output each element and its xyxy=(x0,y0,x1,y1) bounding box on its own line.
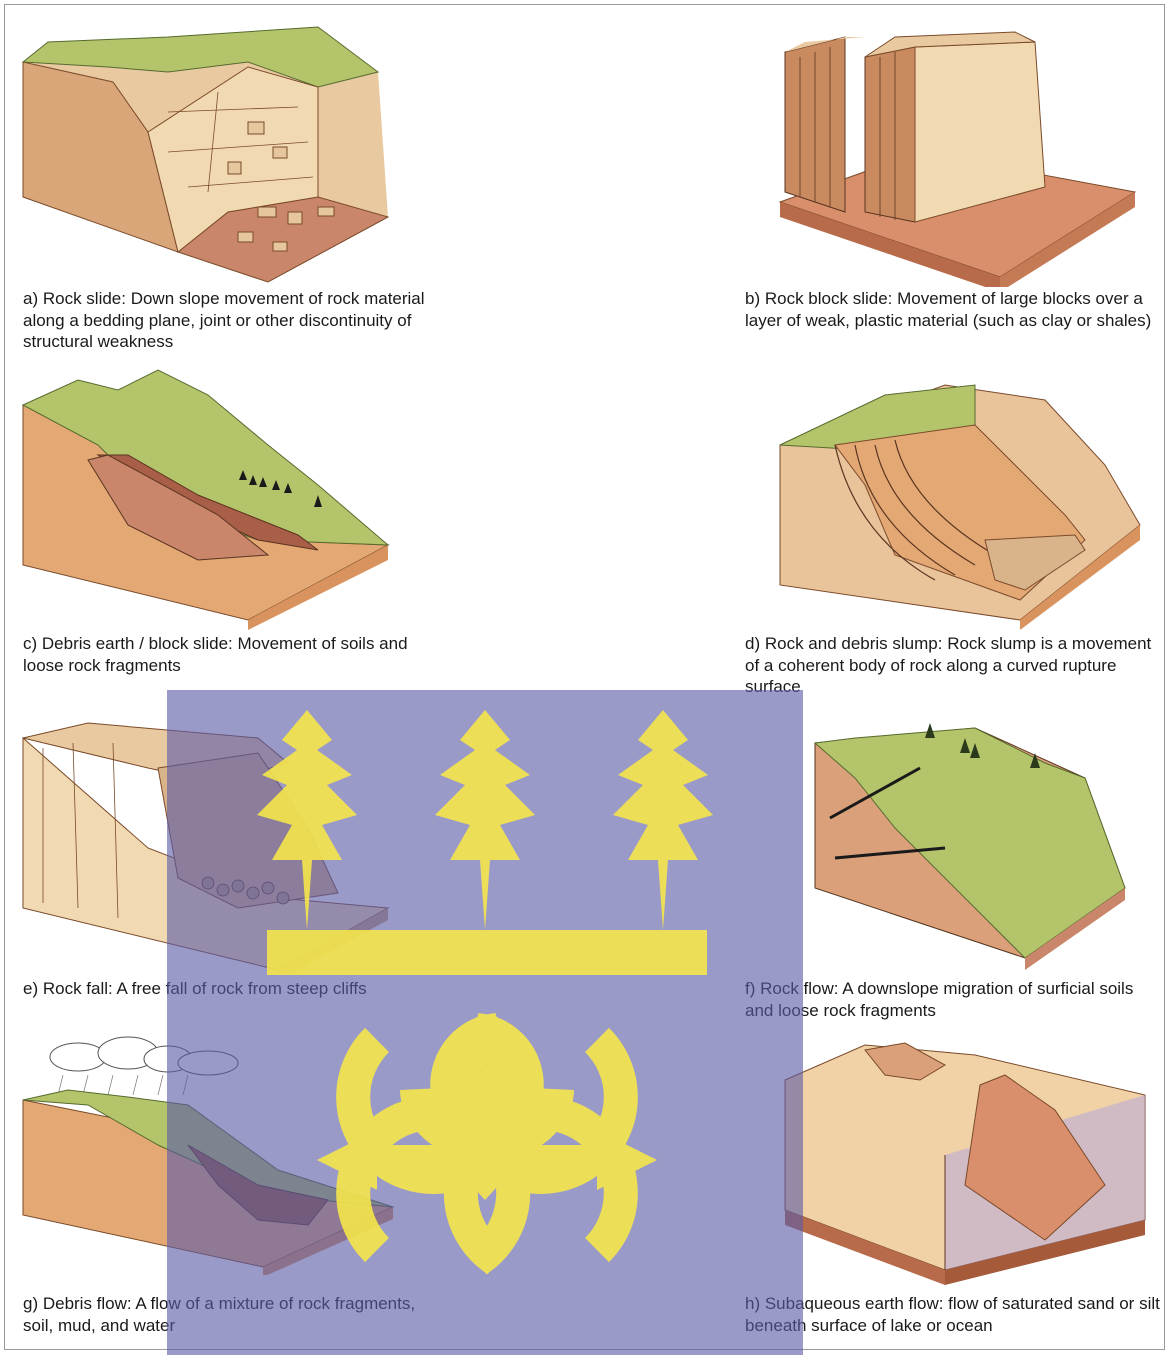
cloud-icon xyxy=(50,1037,238,1075)
panel-debris-flow: g) Debris flow: A flow of a mixture of r… xyxy=(18,1035,448,1335)
debris-slide-illustration xyxy=(18,365,448,630)
rock-block-slide-illustration xyxy=(745,12,1165,287)
caption-debris-slide: c) Debris earth / block slide: Movement … xyxy=(23,633,443,676)
caption-rock-flow: f) Rock flow: A downslope migration of s… xyxy=(745,978,1163,1021)
subaqueous-earth-flow-illustration xyxy=(745,1035,1165,1285)
panel-rock-debris-slump: d) Rock and debris slump: Rock slump is … xyxy=(745,365,1165,705)
caption-subaqueous-earth-flow: h) Subaqueous earth flow: flow of satura… xyxy=(745,1293,1160,1336)
caption-rock-block-slide: b) Rock block slide: Movement of large b… xyxy=(745,288,1160,331)
caption-rock-slide: a) Rock slide: Down slope movement of ro… xyxy=(23,288,443,353)
rock-slide-illustration xyxy=(18,12,448,287)
panel-rock-slide: a) Rock slide: Down slope movement of ro… xyxy=(18,12,448,352)
panel-subaqueous-earth-flow: h) Subaqueous earth flow: flow of satura… xyxy=(745,1035,1165,1345)
debris-flow-illustration xyxy=(18,1035,448,1275)
rock-debris-slump-illustration xyxy=(745,365,1165,630)
caption-rock-debris-slump: d) Rock and debris slump: Rock slump is … xyxy=(745,633,1160,698)
panel-rock-fall: e) Rock fall: A free fall of rock from s… xyxy=(18,708,448,1008)
panel-rock-block-slide: b) Rock block slide: Movement of large b… xyxy=(745,12,1165,352)
panel-rock-flow: f) Rock flow: A downslope migration of s… xyxy=(745,708,1165,1028)
rock-flow-illustration xyxy=(745,708,1165,973)
caption-rock-fall: e) Rock fall: A free fall of rock from s… xyxy=(23,978,448,1000)
rock-fall-illustration xyxy=(18,708,448,973)
panel-debris-slide: c) Debris earth / block slide: Movement … xyxy=(18,365,448,685)
caption-debris-flow: g) Debris flow: A flow of a mixture of r… xyxy=(23,1293,443,1336)
